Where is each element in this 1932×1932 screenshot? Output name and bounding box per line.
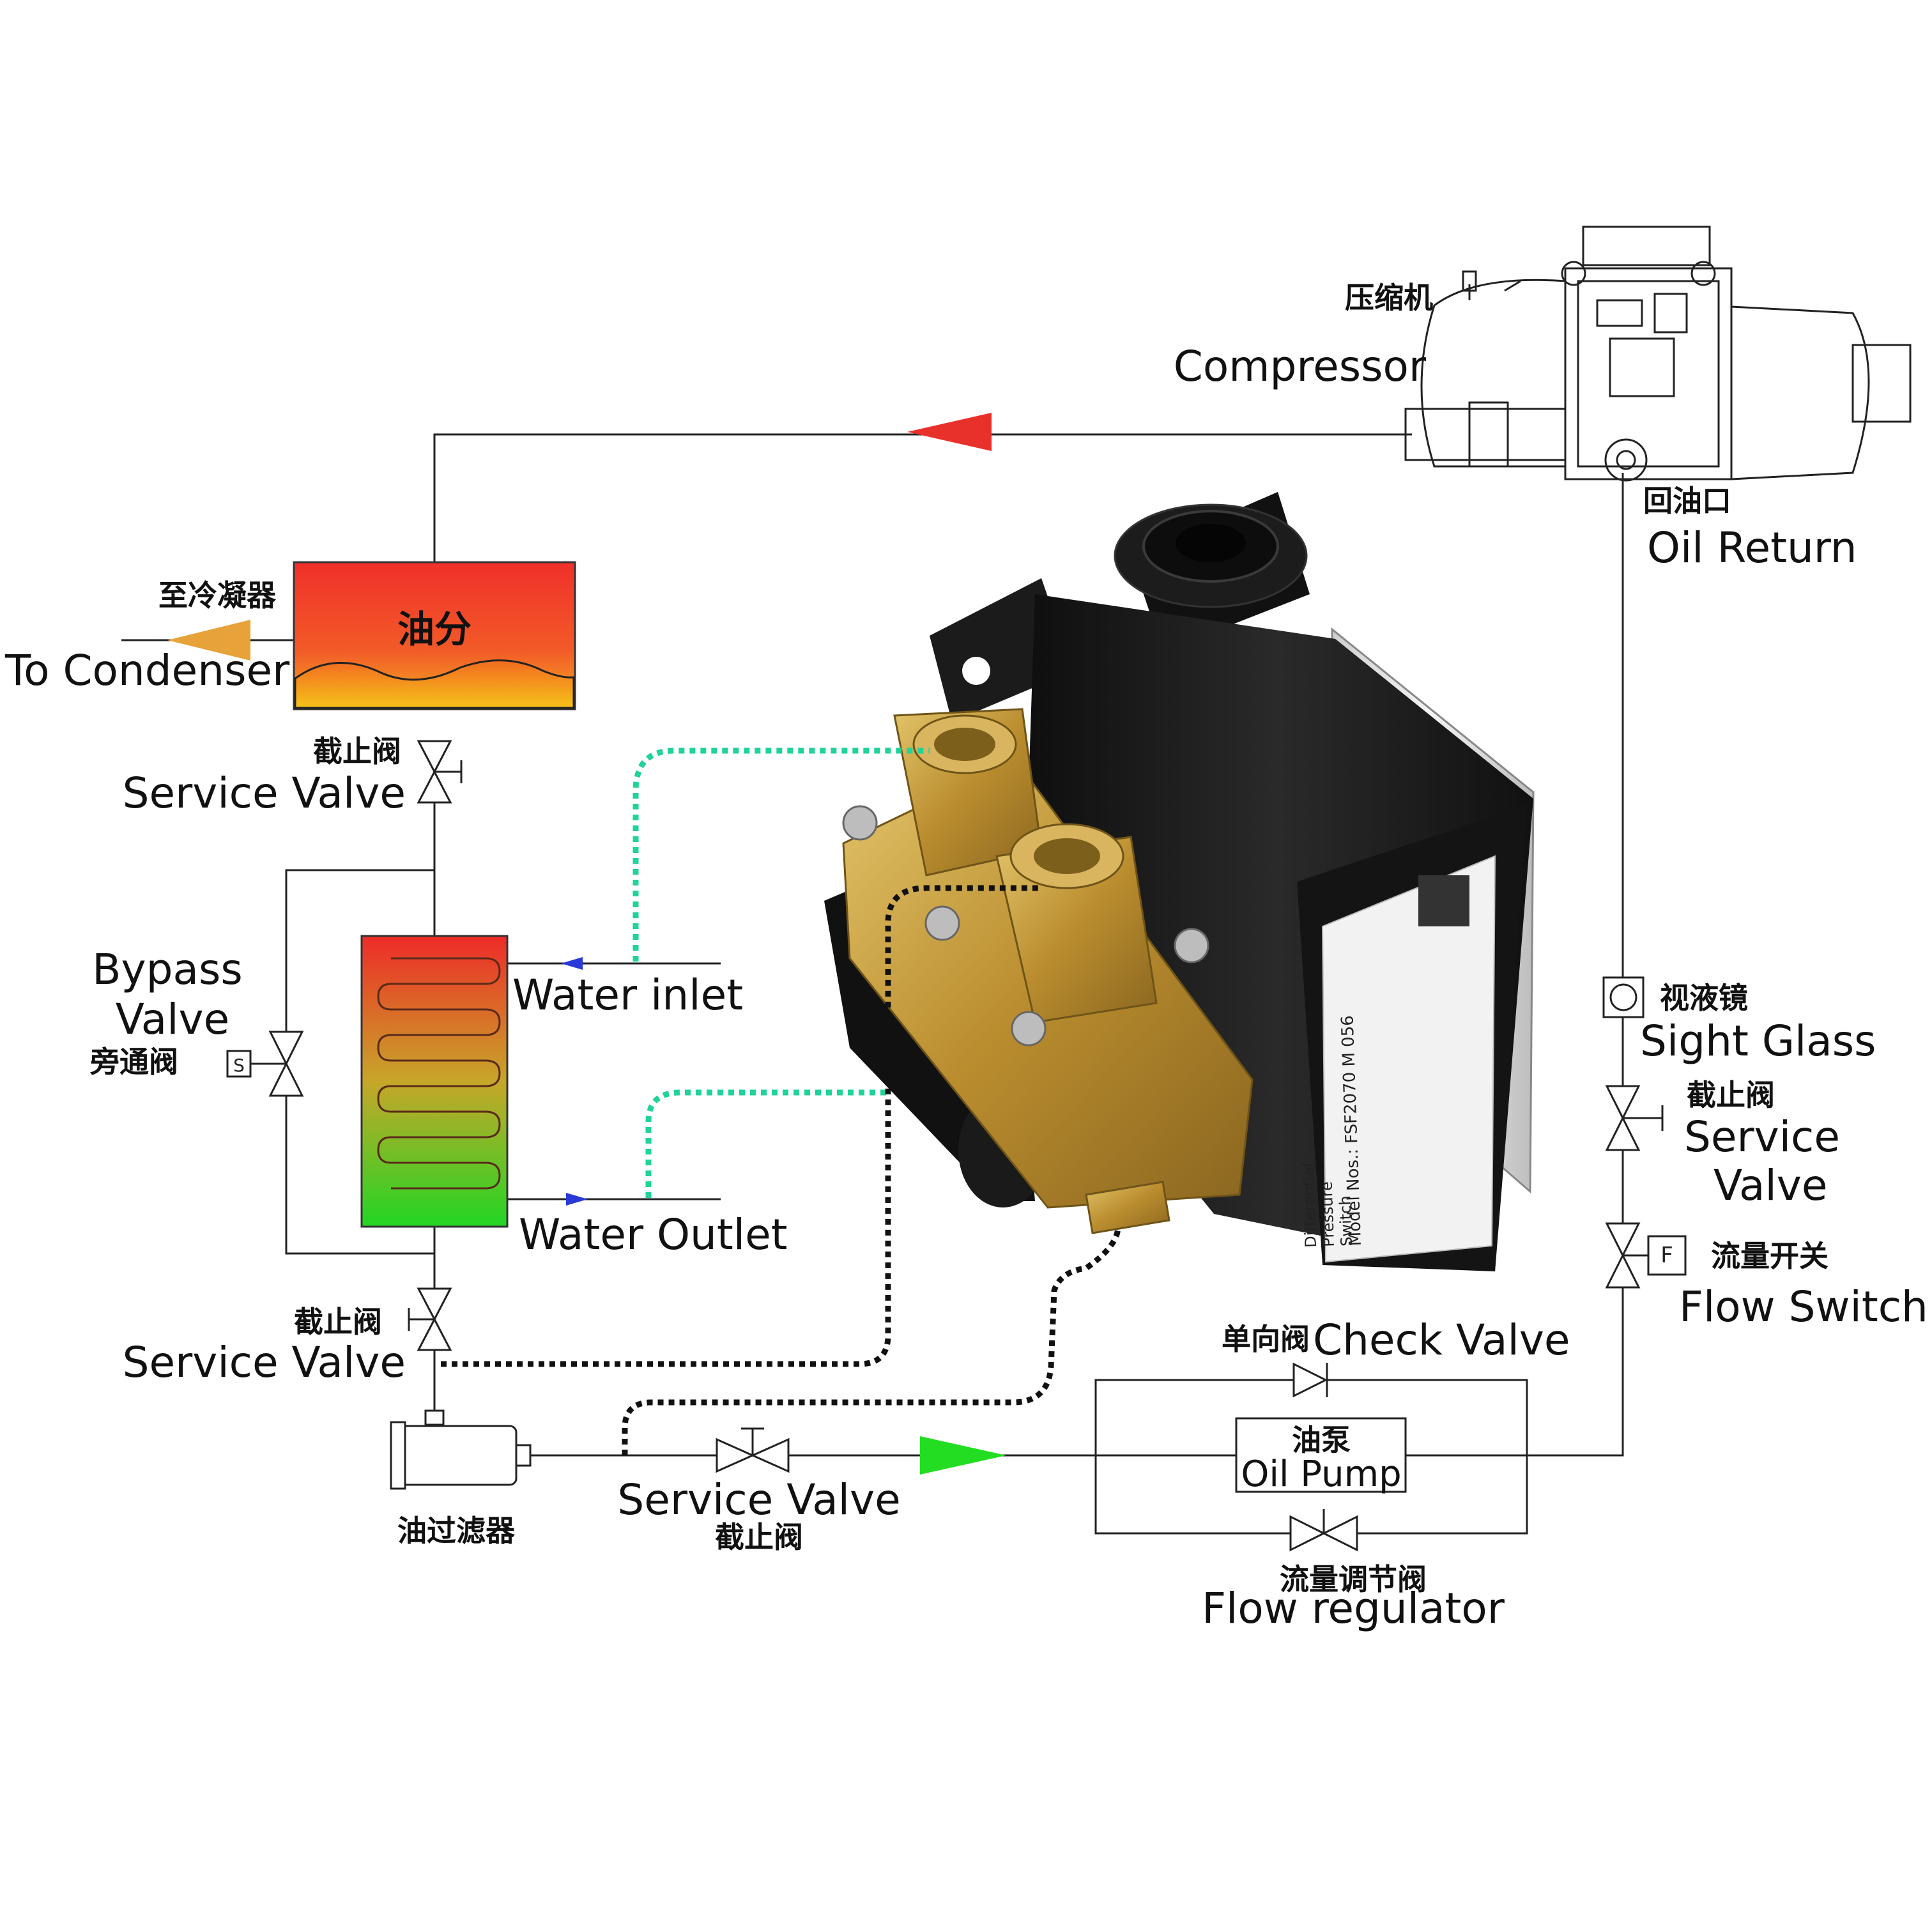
service-valve-top xyxy=(417,740,463,804)
compressor-label: 压缩机 Compressor xyxy=(1174,280,1433,391)
service-valve-right-en-1: Service xyxy=(1684,1112,1840,1162)
qr-code xyxy=(1418,875,1469,926)
flow-switch-label: 流量开关 Flow Switch xyxy=(1679,1239,1928,1331)
compressor-en: Compressor xyxy=(1174,342,1427,391)
flow-arrow-water-out xyxy=(566,1193,588,1206)
bypass-valve-en-1: Bypass xyxy=(92,945,242,994)
flow-arrow-water-in xyxy=(561,957,583,970)
service-valve-top-label: 截止阀 Service Valve xyxy=(123,734,406,818)
oil-pressure-sensing-lines xyxy=(441,885,1121,1455)
oil-return-cn: 回油口 xyxy=(1643,484,1731,518)
service-valve-right xyxy=(1605,1085,1664,1151)
sight-glass-en: Sight Glass xyxy=(1640,1016,1876,1066)
service-valve-right-label: 截止阀 Service Valve xyxy=(1684,1078,1840,1210)
condenser-out-en: To Condenser xyxy=(4,646,290,695)
sight-glass-cn: 视液镜 xyxy=(1660,981,1748,1015)
service-valve-mid-label: 截止阀 Service Valve xyxy=(123,1305,406,1387)
bypass-valve-label: Bypass Valve 旁通阀 xyxy=(89,945,243,1079)
flow-regulator-label: 流量调节阀 Flow regulator xyxy=(1202,1562,1505,1633)
oil-pump-cn: 油泵 xyxy=(1292,1423,1351,1457)
oil-pump-en: Oil Pump xyxy=(1241,1453,1401,1495)
service-valve-mid-cn: 截止阀 xyxy=(294,1305,382,1339)
water-outlet-label: Water Outlet xyxy=(519,1210,788,1259)
bypass-valve-cn: 旁通阀 xyxy=(89,1045,178,1079)
service-valve-bottom xyxy=(716,1427,790,1473)
flow-switch-en: Flow Switch xyxy=(1679,1282,1928,1331)
oil-return-en: Oil Return xyxy=(1647,523,1857,572)
oil-return-label: 回油口 Oil Return xyxy=(1643,484,1857,572)
oil-separator: 油分 xyxy=(293,561,576,710)
water-sensing-lines xyxy=(632,747,930,1198)
device-label-caption-3: Switch xyxy=(1336,1195,1356,1246)
flow-arrow-condenser xyxy=(167,620,250,661)
service-valve-bottom-cn: 截止阀 xyxy=(715,1520,803,1554)
service-valve-mid-en: Service Valve xyxy=(123,1338,406,1387)
bypass-valve xyxy=(226,1031,304,1097)
flow-switch-symbol: F xyxy=(1660,1243,1673,1268)
oil-filter xyxy=(390,1409,532,1490)
condenser-out-label: 至冷凝器 To Condenser xyxy=(4,578,290,695)
sight-glass-label: 视液镜 Sight Glass xyxy=(1640,981,1876,1066)
check-valve-cn: 单向阀 xyxy=(1222,1322,1310,1356)
service-valve-top-cn: 截止阀 xyxy=(313,734,401,769)
service-valve-bottom-en: Service Valve xyxy=(617,1475,900,1524)
oil-filter-label: 油过滤器 xyxy=(397,1514,516,1548)
compressor-cn: 压缩机 xyxy=(1345,280,1433,315)
service-valve-mid xyxy=(408,1287,452,1351)
oil-separator-label: 油分 xyxy=(397,608,471,651)
heat-exchanger xyxy=(360,935,509,1228)
flow-arrow-discharge xyxy=(907,413,992,451)
device-label-caption-2: Pressure xyxy=(1317,1181,1338,1247)
service-valve-bottom-label: Service Valve 截止阀 xyxy=(617,1475,900,1554)
service-valve-right-cn: 截止阀 xyxy=(1687,1078,1775,1112)
flow-regulator xyxy=(1289,1509,1358,1552)
piping xyxy=(121,433,1624,1535)
compressor-drawing xyxy=(1404,226,1912,482)
bypass-valve-en-2: Valve xyxy=(116,995,229,1044)
bypass-solenoid-symbol: S xyxy=(233,1055,245,1076)
service-valve-right-en-2: Valve xyxy=(1713,1161,1827,1210)
check-valve-label: 单向阀 Check Valve xyxy=(1222,1315,1570,1365)
flow-regulator-en: Flow regulator xyxy=(1202,1584,1505,1633)
flow-switch xyxy=(1605,1222,1687,1289)
pressure-switch-device: Model Nos.: FSF2070 M 056 Differential P… xyxy=(824,492,1535,1271)
sight-glass xyxy=(1602,976,1644,1018)
device-label-caption-1: Differential xyxy=(1299,1162,1320,1248)
oil-pump: 油泵 Oil Pump xyxy=(1235,1417,1407,1495)
flow-regulator-cn: 流量调节阀 xyxy=(1280,1562,1427,1597)
check-valve-en: Check Valve xyxy=(1313,1315,1570,1365)
check-valve xyxy=(1096,1362,1527,1398)
flow-switch-cn: 流量开关 xyxy=(1711,1239,1828,1273)
water-inlet-label: Water inlet xyxy=(512,970,743,1020)
flow-arrow-oil-supply xyxy=(920,1436,1006,1475)
service-valve-top-en: Service Valve xyxy=(123,769,406,818)
condenser-out-cn: 至冷凝器 xyxy=(158,578,277,613)
